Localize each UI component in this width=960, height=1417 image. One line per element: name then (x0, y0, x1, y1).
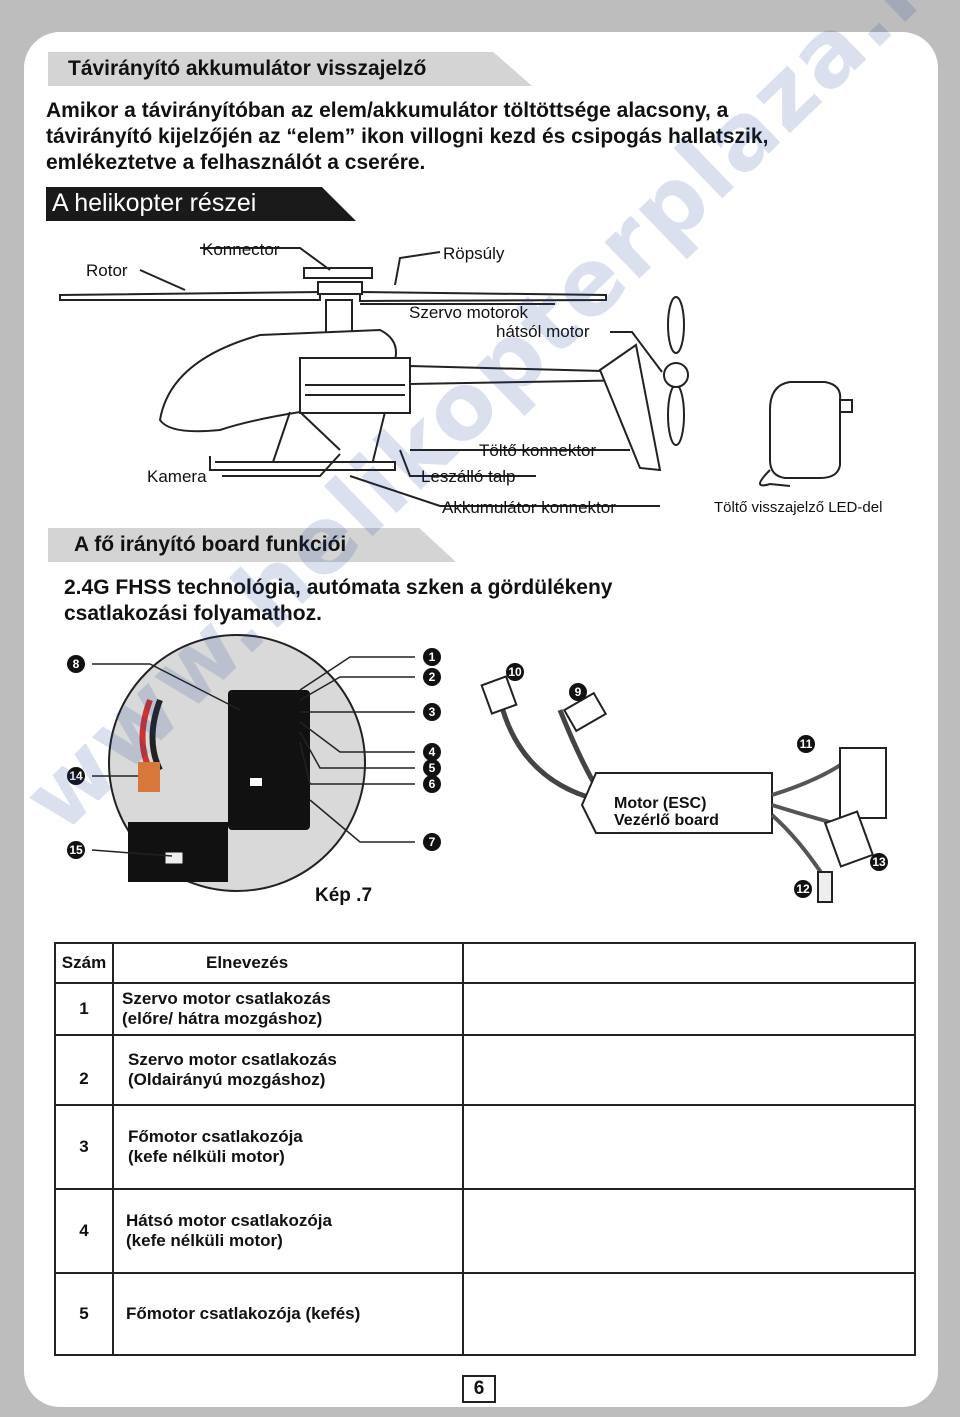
label-leszallo: Leszálló talp (421, 467, 516, 486)
svg-text:5: 5 (429, 761, 436, 775)
label-tolto-konnektor: Töltő konnektor (479, 441, 597, 460)
header-name: Elnevezés (112, 942, 464, 984)
label-hatsol: hátsól motor (496, 322, 590, 341)
row-name: Szervo motor csatlakozás (előre/ hátra m… (112, 982, 464, 1036)
table-row: 5 Főmotor csatlakozója (kefés) (54, 1272, 916, 1356)
row-name: Főmotor csatlakozója (kefe nélküli motor… (112, 1104, 464, 1190)
svg-text:11: 11 (800, 737, 813, 751)
label-szervo: Szervo motorok (409, 303, 529, 322)
row-name-line-1: Főmotor csatlakozója (128, 1127, 303, 1146)
marker-2: 2 (423, 668, 441, 686)
row-empty (462, 1034, 916, 1106)
svg-text:7: 7 (429, 835, 436, 849)
marker-9: 9 (569, 683, 587, 701)
svg-text:13: 13 (872, 855, 886, 869)
row-empty (462, 1272, 916, 1356)
svg-text:6: 6 (429, 777, 436, 791)
section-title-parts: A helikopter részei (52, 189, 257, 217)
row-num: 5 (54, 1272, 114, 1356)
esc-label: Motor (ESC) Vezérlő board (614, 795, 719, 829)
row-empty (462, 982, 916, 1036)
marker-13: 13 (870, 853, 888, 871)
marker-1: 1 (423, 648, 441, 666)
svg-text:12: 12 (796, 882, 810, 896)
marker-4: 4 (423, 743, 441, 761)
label-ropsuly: Röpsúly (443, 244, 505, 263)
svg-text:3: 3 (429, 705, 436, 719)
table-row: 2 Szervo motor csatlakozás (Oldairányú m… (54, 1034, 916, 1106)
row-empty (462, 1188, 916, 1274)
row-name-line-1: Szervo motor csatlakozás (128, 1050, 337, 1069)
marker-7: 7 (423, 833, 441, 851)
row-num: 1 (54, 982, 114, 1036)
label-tolto-led: Töltő visszajelző LED-del (714, 499, 883, 516)
row-name-line-1: Főmotor csatlakozója (kefés) (126, 1304, 361, 1323)
section-banner-board: A fő irányító board funkciói (48, 528, 456, 562)
marker-3: 3 (423, 703, 441, 721)
svg-text:14: 14 (69, 769, 83, 783)
table-row: 3 Főmotor csatlakozója (kefe nélküli mot… (54, 1104, 916, 1190)
marker-14: 14 (67, 767, 85, 785)
header-empty (462, 942, 916, 984)
marker-6: 6 (423, 775, 441, 793)
row-name-line-1: Szervo motor csatlakozás (122, 989, 331, 1008)
marker-12: 12 (794, 880, 812, 898)
label-akku-konnektor: Akkumulátor konnektor (442, 498, 616, 517)
battery-line-2: távirányító kijelzőjén az “elem” ikon vi… (46, 125, 769, 148)
svg-text:10: 10 (508, 665, 522, 679)
svg-text:15: 15 (69, 843, 83, 857)
esc-label-line-1: Motor (ESC) (614, 795, 707, 812)
section-title-board: A fő irányító board funkciói (74, 533, 347, 556)
label-rotor: Rotor (86, 261, 128, 280)
battery-line-3: emlékeztetve a felhasználót a cserére. (46, 151, 426, 174)
parts-table: Szám Elnevezés 1 Szervo motor csatlakozá… (54, 942, 916, 1356)
svg-text:2: 2 (429, 670, 436, 684)
marker-15: 15 (67, 841, 85, 859)
marker-5: 5 (423, 759, 441, 777)
row-name-line-2: (Oldairányú mozgáshoz) (128, 1070, 326, 1089)
table-row: 4 Hátsó motor csatlakozója (kefe nélküli… (54, 1188, 916, 1274)
row-name-line-1: Hátsó motor csatlakozója (126, 1211, 332, 1230)
marker-11: 11 (797, 735, 815, 753)
label-konnector: Konnector (202, 240, 280, 259)
row-name: Hátsó motor csatlakozója (kefe nélküli m… (112, 1188, 464, 1274)
section-title-battery: Távirányító akkumulátor visszajelző (68, 57, 427, 80)
row-name-line-2: (kefe nélküli motor) (126, 1231, 283, 1250)
svg-text:8: 8 (73, 657, 80, 671)
row-name: Főmotor csatlakozója (kefés) (112, 1272, 464, 1356)
row-num: 3 (54, 1104, 114, 1190)
battery-line-1: Amikor a távirányítóban az elem/akkumulá… (46, 99, 729, 122)
table-row: 1 Szervo motor csatlakozás (előre/ hátra… (54, 982, 916, 1036)
figure-caption: Kép .7 (315, 885, 373, 906)
label-kamera: Kamera (147, 467, 207, 486)
page-number: 6 (462, 1375, 496, 1403)
marker-10: 10 (506, 663, 524, 681)
board-line-2: csatlakozási folyamathoz. (64, 602, 322, 625)
section-banner-battery: Távirányító akkumulátor visszajelző (48, 52, 532, 86)
svg-text:1: 1 (429, 650, 436, 664)
board-paragraph: 2.4G FHSS technológia, autómata szken a … (64, 575, 612, 627)
battery-paragraph: Amikor a távirányítóban az elem/akkumulá… (46, 98, 768, 176)
esc-label-line-2: Vezérlő board (614, 812, 719, 829)
row-name-line-2: (kefe nélküli motor) (128, 1147, 285, 1166)
row-empty (462, 1104, 916, 1190)
row-name-line-2: (előre/ hátra mozgáshoz) (122, 1009, 323, 1028)
board-line-1: 2.4G FHSS technológia, autómata szken a … (64, 576, 613, 599)
header-num: Szám (54, 942, 114, 984)
row-num: 2 (54, 1034, 114, 1106)
marker-8: 8 (67, 655, 85, 673)
table-header-row: Szám Elnevezés (54, 942, 916, 984)
row-name: Szervo motor csatlakozás (Oldairányú moz… (112, 1034, 464, 1106)
row-num: 4 (54, 1188, 114, 1274)
svg-text:4: 4 (429, 745, 436, 759)
svg-text:9: 9 (575, 685, 582, 699)
section-banner-parts: A helikopter részei (46, 187, 356, 221)
